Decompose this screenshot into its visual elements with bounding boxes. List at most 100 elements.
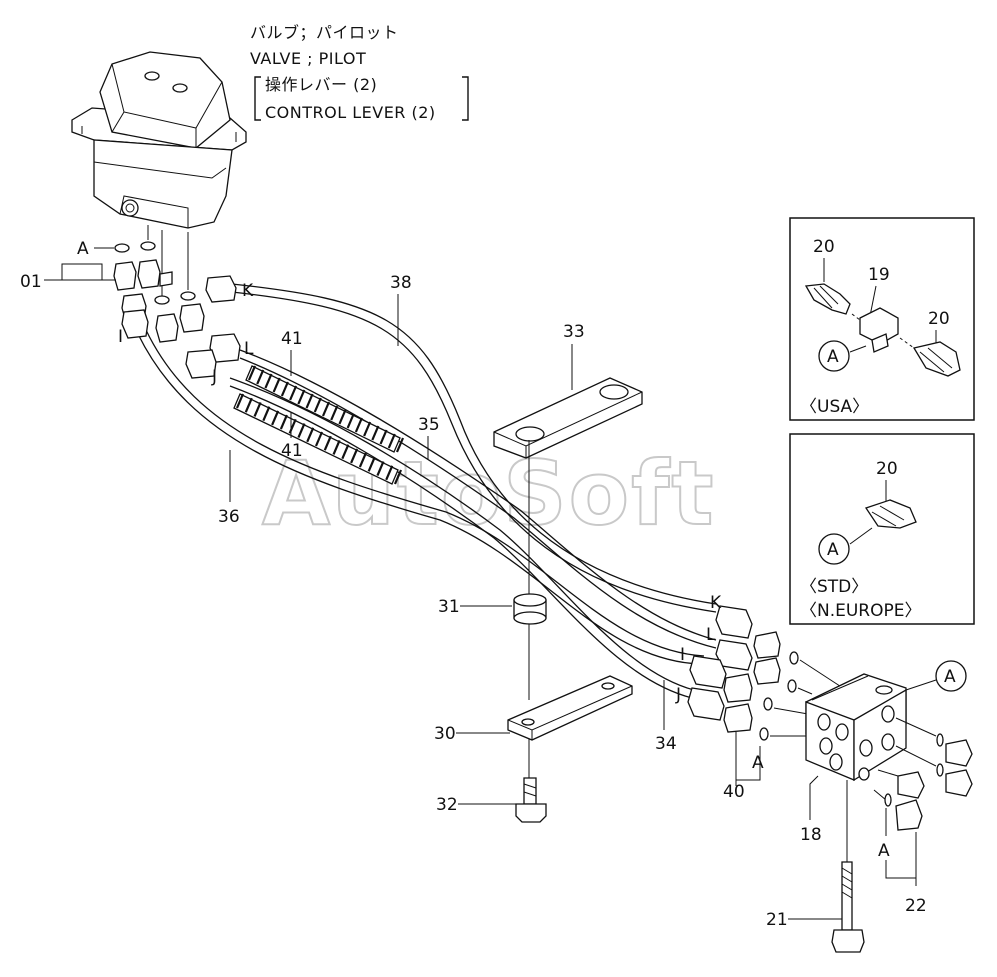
subtitle-english: CONTROL LEVER (2)	[265, 103, 436, 122]
callout-19: 19	[868, 265, 890, 285]
title-english: VALVE ; PILOT	[250, 49, 366, 68]
inset-usa: 20 19 20 A 〈USA〉	[789, 217, 975, 421]
callout-31: 31	[438, 597, 460, 617]
marker-a-22: A	[878, 841, 890, 861]
spiral-coil-segment	[330, 405, 339, 421]
spiral-coil-segment	[289, 385, 298, 401]
callout-34: 34	[655, 734, 677, 754]
plate-30	[507, 675, 633, 741]
inset-std: 20 A 〈STD〉 〈N.EUROPE〉	[789, 433, 975, 625]
manifold-block	[805, 673, 907, 782]
callout-22-leader	[885, 808, 917, 886]
subtitle-japanese: 操作レバー (2)	[265, 75, 377, 94]
callout-30: 30	[434, 724, 456, 744]
hoses	[137, 283, 717, 699]
callout-20-std: 20	[876, 459, 898, 479]
marker-a-circle-main-leader	[905, 679, 937, 691]
spiral-coil-segment	[367, 456, 376, 472]
callout-41-upper: 41	[281, 329, 303, 349]
callout-32: 32	[436, 795, 458, 815]
hose-end-fittings-top	[121, 275, 241, 379]
pilot-valve	[71, 51, 247, 229]
spiral-coil-segment	[346, 413, 355, 429]
spiral-guard-coils	[235, 365, 405, 485]
collar-31	[513, 593, 547, 625]
callout-20-usa-right: 20	[928, 309, 950, 329]
valve-fittings	[113, 225, 205, 343]
spiral-coil-segment	[321, 401, 331, 417]
callout-20-usa-left: 20	[813, 237, 835, 257]
spiral-coil-segment	[297, 423, 306, 438]
hose-tag-l-bottom: L	[706, 625, 716, 645]
hose-tag-i-top: I	[118, 327, 123, 347]
spiral-coil-segment	[371, 425, 380, 441]
callout-33: 33	[563, 322, 585, 342]
marker-a-std: A	[827, 540, 839, 560]
spiral-coil-segment	[264, 373, 273, 389]
spiral-coil-segment	[256, 369, 265, 385]
callout-22: 22	[905, 896, 927, 916]
marker-a-circle-main-label: A	[944, 667, 956, 687]
spiral-coil-segment	[338, 409, 347, 425]
spiral-coil-segment	[313, 397, 322, 413]
callout-41-lower: 41	[281, 441, 303, 461]
spiral-coil-segment	[350, 448, 359, 464]
spiral-coil-segment	[354, 417, 363, 433]
spiral-coil-segment	[247, 365, 257, 381]
spiral-coil-segment	[262, 406, 271, 422]
spiral-coil-segment	[323, 435, 332, 451]
callout-01: 01	[20, 272, 42, 292]
bolt-32	[515, 777, 547, 823]
spiral-coil-segment	[279, 414, 288, 430]
marker-a-40: A	[752, 753, 764, 773]
spiral-coil-segment	[280, 381, 289, 397]
spiral-coil-segment	[244, 397, 253, 413]
callout-01-leader	[44, 263, 116, 281]
spiral-coil-segment	[305, 393, 314, 409]
hose-tag-i-bottom: I	[680, 645, 685, 665]
spiral-coil-segment	[297, 389, 306, 405]
subtitle-bracket-left	[254, 76, 261, 121]
spiral-coil-segment	[332, 440, 341, 455]
spiral-coil-segment	[341, 444, 350, 460]
adapters-22	[873, 717, 973, 831]
spiral-coil-segment	[387, 433, 396, 449]
spiral-coil-segment	[376, 461, 385, 476]
spiral-coil-segment	[395, 437, 405, 453]
spiral-coil-segment	[358, 452, 367, 468]
callout-18-leader	[809, 775, 819, 820]
spiral-coil-segment	[363, 421, 372, 437]
callout-38: 38	[390, 273, 412, 293]
spiral-coil-segment	[271, 410, 280, 426]
callout-40-leader	[735, 732, 761, 786]
callout-18: 18	[800, 825, 822, 845]
hose-end-fittings-bottom	[687, 605, 753, 721]
hose-tag-k-bottom: K	[710, 593, 722, 613]
spiral-coil-segment	[314, 431, 324, 447]
inset-usa-label: 〈USA〉	[800, 397, 869, 417]
spiral-coil-segment	[253, 402, 262, 417]
spiral-coil-segment	[306, 427, 315, 443]
callout-36: 36	[218, 507, 240, 527]
spiral-coil-segment	[385, 465, 394, 481]
bracket-33	[493, 377, 643, 459]
adapters-40	[723, 631, 847, 741]
bolt-21	[831, 780, 865, 953]
spiral-coil-segment	[379, 429, 388, 445]
marker-a-usa: A	[827, 347, 839, 367]
spiral-coil-segment	[393, 469, 403, 485]
watermark: AutoSoft	[262, 442, 715, 545]
title-japanese: バルブ；パイロット	[250, 23, 399, 42]
hose-tag-j-top: J	[211, 367, 217, 387]
hose-tag-l-top: L	[244, 339, 254, 359]
marker-a-circle-main	[935, 660, 967, 692]
inset-std-label: 〈STD〉	[800, 577, 868, 597]
hose-tag-k-top: K	[242, 281, 254, 301]
inset-europe-label: 〈N.EUROPE〉	[800, 601, 922, 621]
callout-35: 35	[418, 415, 440, 435]
subtitle-bracket-right	[462, 76, 469, 121]
spiral-coil-segment	[235, 393, 245, 409]
hose-tag-j-bottom: J	[675, 685, 681, 705]
